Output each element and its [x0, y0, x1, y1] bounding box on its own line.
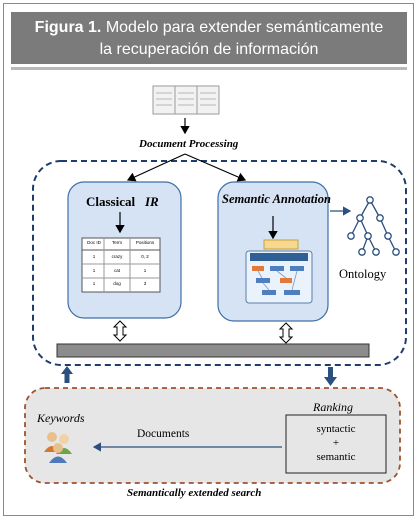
table-cell: crazy [111, 254, 123, 259]
arrow-processing-to-semantic [184, 153, 247, 182]
table-header-term: Term [112, 240, 122, 245]
classical-index-connector [112, 320, 128, 342]
figure-title: Figura 1. Modelo para extender semántica… [11, 12, 407, 64]
arrow-processing-to-classical [126, 153, 186, 182]
users-icon [44, 432, 72, 463]
table-header-docid: Doc ID [87, 240, 101, 245]
semantic-index-connector [278, 322, 294, 344]
ranking-label: Ranking [313, 400, 353, 414]
ranking-plus: + [332, 437, 340, 449]
document-processing-label: Document Processing [139, 138, 239, 150]
table-cell: cat [113, 268, 120, 273]
table-cell: 1 [92, 268, 96, 273]
table-cell: 1 [92, 254, 96, 259]
index-to-ranking-arrow [324, 367, 337, 386]
table-cell: 1 [143, 268, 147, 273]
table-cell: 0, 2 [141, 254, 149, 259]
documents-label: Documents [137, 428, 190, 440]
figure-title-line1: Modelo para extender semánticamente [105, 19, 384, 36]
semantically-extended-search-label: Semantically extended search [127, 487, 262, 499]
ranking-semantic: semantic [316, 451, 356, 463]
documents-stack-icon [152, 85, 220, 115]
figure-number: Figura 1. [34, 19, 102, 36]
inverted-index-table [81, 237, 161, 293]
table-cell: 1 [92, 281, 96, 286]
figure-title-line2: la recuperación de información [99, 41, 319, 58]
classical-label: Classical [86, 194, 136, 209]
ranking-syntactic: syntactic [316, 423, 356, 435]
semantic-repository-image [245, 239, 313, 304]
semantic-annotation-label: Semantic Annotation [222, 192, 331, 206]
table-cell: 3 [143, 281, 147, 286]
ir-label: IR [145, 194, 159, 209]
index-bar [56, 343, 370, 358]
search-to-index-arrow [61, 366, 73, 383]
table-cell: dog [113, 281, 121, 286]
ranking-box [285, 414, 387, 474]
ontology-label: Ontology [339, 267, 387, 281]
keywords-label: Keywords [37, 411, 85, 425]
ontology-graph-icon [347, 196, 400, 256]
table-header-positions: Positions [135, 240, 155, 245]
processing-container [32, 160, 407, 366]
header-divider [11, 67, 407, 70]
